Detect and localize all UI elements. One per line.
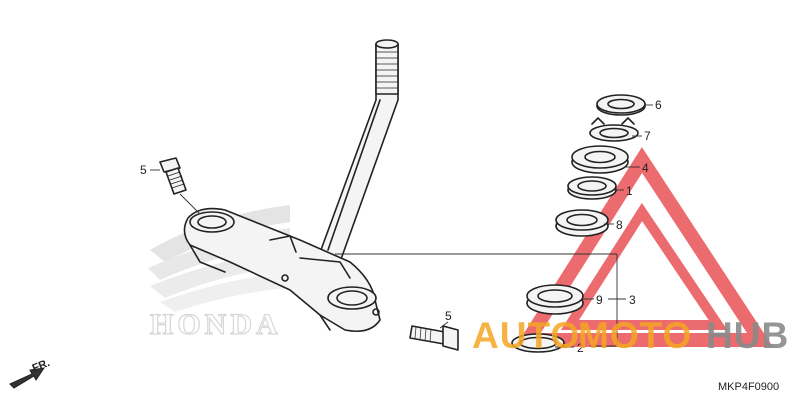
- callout-2: 2: [577, 341, 584, 355]
- lock-washer: [589, 117, 639, 142]
- bolt-lower: [409, 325, 459, 351]
- callout-9: 9: [596, 293, 603, 307]
- callout-8: 8: [616, 218, 623, 232]
- leader-lines: [150, 104, 653, 348]
- adjusting-nut: [571, 145, 629, 174]
- callout-3: 3: [629, 293, 636, 307]
- arrow-icon: [9, 367, 46, 389]
- callout-1: 1: [626, 184, 633, 198]
- watermark-moto: MOTO: [578, 315, 692, 356]
- callout-4: 4: [642, 161, 649, 175]
- watermark-logo: AUTO MOTO HUB: [472, 315, 789, 356]
- direction-label: FR.: [31, 357, 52, 375]
- callout-5-lower: 5: [445, 309, 452, 323]
- watermark-hub: HUB: [706, 315, 789, 356]
- honda-logo-text: HONDA: [150, 308, 282, 341]
- callout-7: 7: [644, 129, 651, 143]
- dust-seal: [567, 176, 617, 200]
- lower-bearing: [526, 284, 584, 315]
- steering-stem: [317, 39, 399, 263]
- callout-5-upper: 5: [140, 163, 147, 177]
- bottom-bridge: [183, 207, 381, 333]
- front-direction-indicator: FR.: [9, 357, 52, 389]
- upper-bearing: [555, 209, 609, 237]
- watermark-triangle: [515, 147, 773, 347]
- bolt-upper: [159, 157, 187, 195]
- lock-nut: [596, 94, 646, 116]
- watermark-auto: AUTO: [472, 315, 580, 356]
- drawing-code: MKP4F0900: [718, 381, 779, 393]
- lower-dust-seal: [511, 333, 565, 353]
- callout-6: 6: [655, 98, 662, 112]
